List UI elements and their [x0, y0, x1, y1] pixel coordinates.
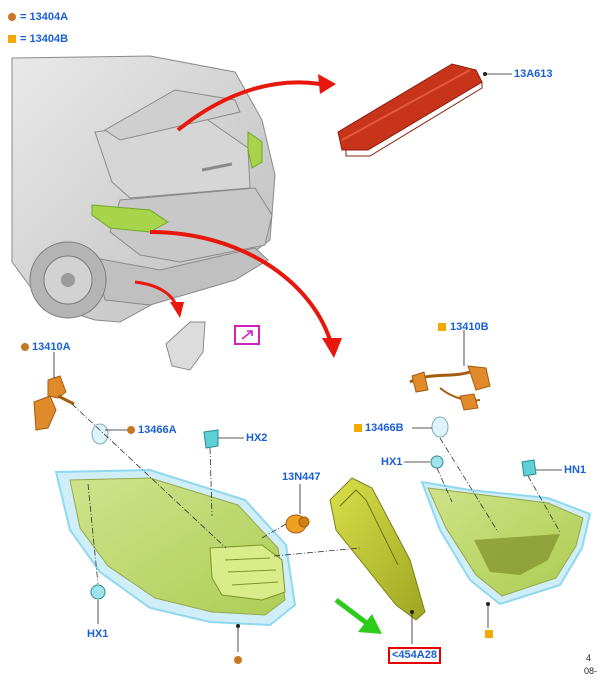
left-socket-harness: [33, 375, 75, 431]
circle-marker-icon: [8, 13, 16, 22]
label-hn1[interactable]: HN1: [564, 464, 587, 476]
square-marker-icon: [354, 424, 362, 432]
square-marker-icon: [438, 323, 446, 331]
fastener-hx1-left: [90, 584, 106, 600]
label-leader-lines: [53, 73, 562, 652]
green-direction-arrow: [334, 598, 382, 634]
callout-arrows-red: [134, 74, 342, 358]
legend-circle-text: = 13404A: [20, 11, 69, 23]
label-13a613[interactable]: 13A613: [514, 68, 553, 80]
label-hx1-right[interactable]: HX1: [381, 456, 403, 468]
label-13n447[interactable]: 13N447: [282, 471, 321, 483]
label-13466b[interactable]: 13466B: [365, 422, 404, 434]
square-marker-icon: [485, 630, 493, 638]
circle-marker-icon: [21, 343, 29, 351]
fastener-hx1-right: [430, 455, 444, 469]
vehicle-illustration: [11, 55, 276, 323]
label-13410b[interactable]: 13410B: [450, 321, 489, 333]
high-mount-stop-lamp: [337, 63, 483, 157]
label-13410a[interactable]: 13410A: [32, 341, 71, 353]
square-marker-icon: [8, 35, 16, 44]
gasket-part: [329, 477, 426, 621]
label-13466a[interactable]: 13466A: [138, 424, 177, 436]
legend-square: = 13404B: [8, 34, 68, 45]
legend-circle: = 13404A: [8, 12, 68, 23]
circle-marker-icon: [127, 426, 135, 434]
fastener-hx2: [203, 429, 219, 449]
label-hx1-left[interactable]: HX1: [87, 628, 109, 640]
left-bulb: [91, 423, 109, 445]
corner-ref-line1: 4: [586, 653, 592, 663]
right-bulb: [431, 416, 449, 438]
fastener-hn1: [521, 459, 537, 477]
label-454a28-highlighted[interactable]: <454A28: [388, 647, 441, 664]
corner-ref-line2: 08-: [584, 666, 598, 676]
legend-square-text: = 13404B: [20, 33, 69, 45]
right-tail-lamp: [420, 480, 592, 606]
assembly-leader-lines: [71, 403, 561, 585]
nut-13n447: [285, 514, 310, 534]
left-tail-lamp: [54, 468, 297, 627]
label-hx2[interactable]: HX2: [246, 432, 268, 444]
right-socket-harness: [409, 365, 491, 411]
external-link-icon[interactable]: [234, 325, 260, 345]
circle-marker-icon: [234, 656, 242, 664]
reflector-part: [165, 321, 206, 371]
